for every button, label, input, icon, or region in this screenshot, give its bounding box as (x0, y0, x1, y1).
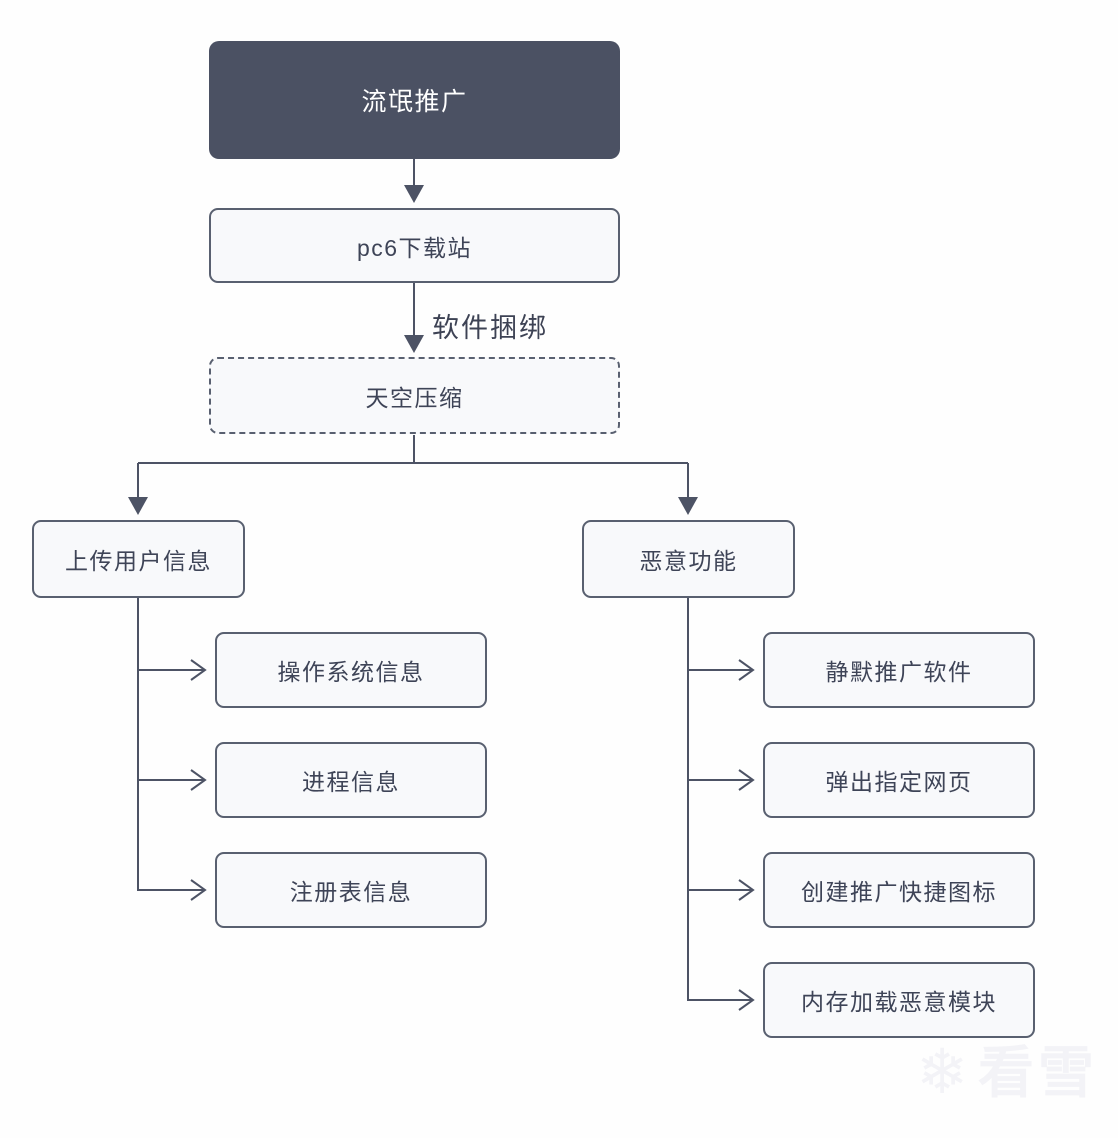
node-registry-info: 注册表信息 (215, 852, 487, 928)
node-sky-compression: 天空压缩 (209, 357, 620, 434)
edge-sky-split (138, 435, 688, 464)
edge-label-software-bundling: 软件捆绑 (432, 313, 548, 343)
node-malicious-functions: 恶意功能 (582, 520, 795, 598)
node-upload-user-info-label: 上传用户信息 (65, 548, 212, 574)
node-rogue-promotion: 流氓推广 (209, 41, 620, 159)
node-process-info: 进程信息 (215, 742, 487, 818)
node-sky-compression-label: 天空压缩 (365, 384, 464, 411)
watermark: ❄ 看雪 (916, 1042, 1098, 1104)
node-pc6-download-site: pc6下载站 (209, 208, 620, 283)
node-process-info-label: 进程信息 (302, 769, 400, 795)
node-rogue-promotion-label: 流氓推广 (361, 88, 468, 116)
edge-malicious-trunk (687, 598, 755, 1011)
node-memory-load-malicious-module: 内存加载恶意模块 (763, 962, 1035, 1038)
node-upload-user-info: 上传用户信息 (32, 520, 245, 598)
node-registry-info-label: 注册表信息 (289, 879, 413, 905)
node-popup-specified-webpage: 弹出指定网页 (763, 742, 1035, 818)
node-silent-promote-software: 静默推广软件 (763, 632, 1035, 708)
node-pc6-download-site-label: pc6下载站 (356, 234, 473, 261)
node-silent-promote-software-label: 静默推广软件 (825, 659, 973, 685)
edge-upload-trunk (137, 598, 207, 901)
node-os-info: 操作系统信息 (215, 632, 487, 708)
snowflake-icon: ❄ (916, 1038, 968, 1107)
watermark-text: 看雪 (977, 1041, 1098, 1104)
node-create-promotion-shortcut-label: 创建推广快捷图标 (801, 879, 997, 905)
node-memory-load-malicious-module-label: 内存加载恶意模块 (801, 989, 997, 1015)
node-create-promotion-shortcut: 创建推广快捷图标 (763, 852, 1035, 928)
node-popup-specified-webpage-label: 弹出指定网页 (825, 769, 973, 795)
node-os-info-label: 操作系统信息 (277, 659, 425, 685)
node-malicious-functions-label: 恶意功能 (639, 548, 738, 574)
